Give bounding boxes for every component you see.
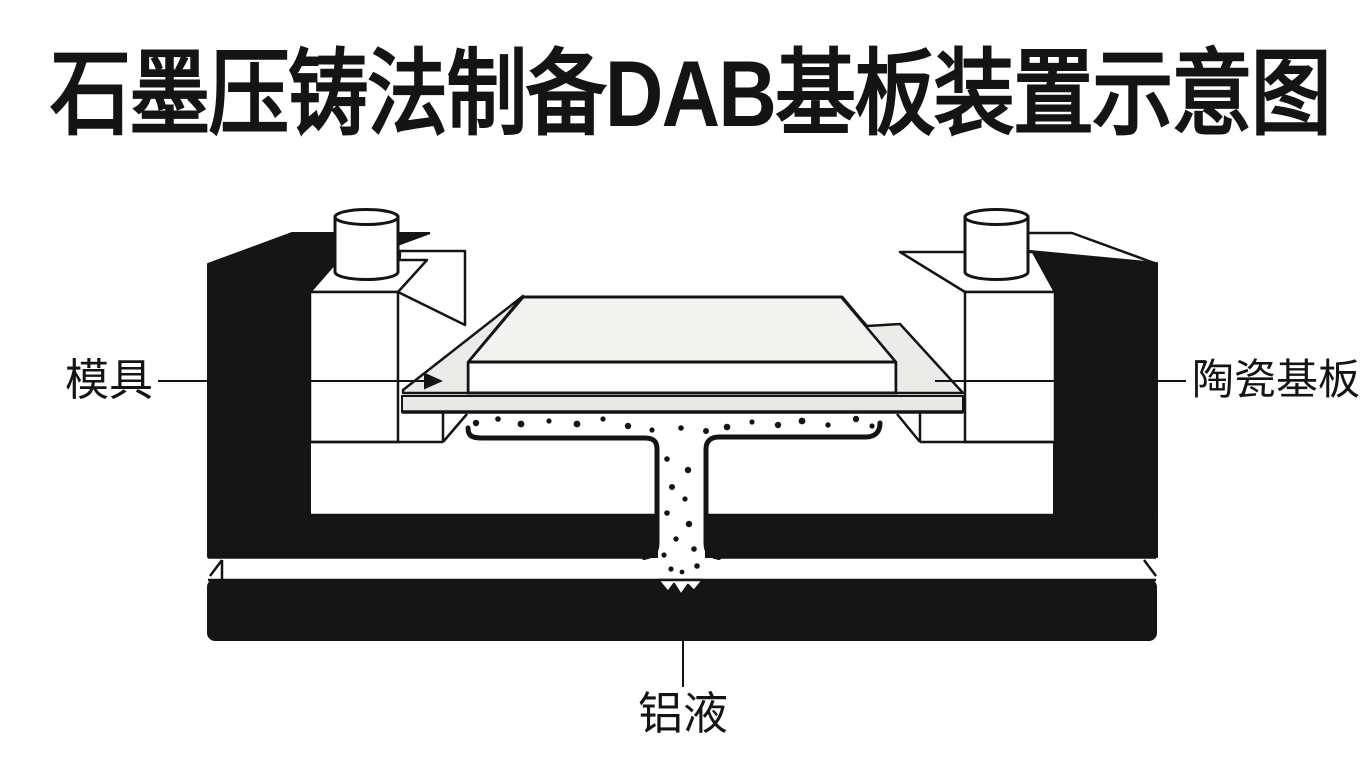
sprue-stem-dots bbox=[661, 456, 700, 575]
mold-bottom-assembly bbox=[207, 444, 1157, 641]
left-wedge bbox=[401, 294, 525, 395]
annotations: 模具 陶瓷基板 铝液 bbox=[65, 356, 1360, 739]
press-plate-front-face bbox=[466, 360, 898, 395]
left-pin-cylinder bbox=[333, 208, 400, 281]
press-plate bbox=[466, 295, 898, 395]
ceramic-substrate-strip bbox=[401, 395, 964, 413]
gap-right-corner-slope bbox=[1143, 559, 1157, 577]
right-graphite-block bbox=[1026, 231, 1159, 558]
cavity-wall-right-slope bbox=[896, 413, 921, 443]
cavity-walls bbox=[310, 413, 1053, 444]
aluminum-dots-layer bbox=[472, 415, 875, 434]
page-title: 石墨压铸法制备DAB基板装置示意图 bbox=[50, 41, 1330, 146]
left-pin-cylinder-body bbox=[333, 215, 400, 281]
mold-label: 模具 bbox=[65, 356, 153, 405]
ceramic-substrate-label: 陶瓷基板 bbox=[1192, 356, 1360, 403]
right-pin-cylinder-body bbox=[963, 215, 1030, 281]
right-pin-cylinder bbox=[963, 208, 1030, 281]
gap-left-corner-slope bbox=[209, 559, 223, 577]
aluminum-liquid-label: 铝液 bbox=[638, 688, 728, 739]
right-punch-front-face bbox=[963, 290, 1057, 444]
left-pin-cylinder-top bbox=[333, 208, 400, 226]
melt-funnel-drip bbox=[656, 578, 705, 597]
aluminum-channel-outline bbox=[465, 420, 883, 560]
ceramic-substrate-layer bbox=[401, 395, 964, 414]
channel-outline-left bbox=[465, 425, 660, 560]
channel-outline-right bbox=[703, 420, 883, 560]
right-pin-cylinder-top bbox=[963, 208, 1030, 226]
press-plate-top-face bbox=[466, 295, 898, 364]
mold-arrow-icon bbox=[424, 372, 443, 390]
slab-edges bbox=[208, 513, 1157, 582]
left-punch-front-face bbox=[308, 290, 400, 444]
right-punch-block bbox=[898, 250, 1057, 444]
cavity-wall-left-slope bbox=[442, 413, 468, 443]
right-wedge bbox=[840, 296, 965, 395]
